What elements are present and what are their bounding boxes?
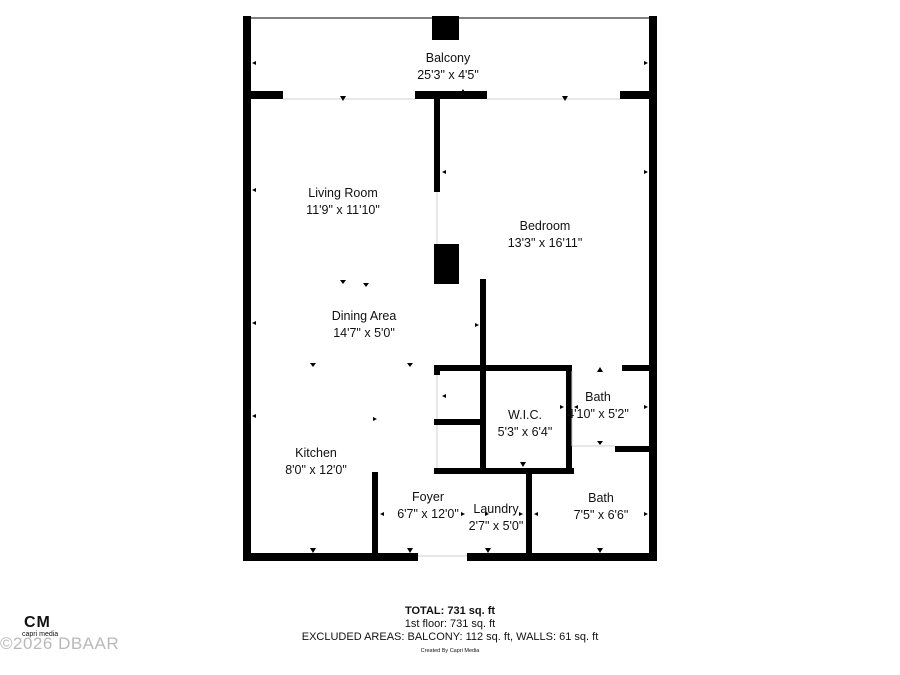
logo: CM capri media ©2026 DBAAR [0,614,130,654]
logo-subtitle: capri media [22,631,59,638]
room-balcony: Balcony 25'3" x 4'5" [417,50,479,84]
room-size: 5'3" x 6'4" [497,425,553,439]
room-name: Kitchen [295,446,337,460]
room-size: 13'3" x 16'11" [507,236,583,250]
room-name: Bath [588,491,614,505]
room-size: 7'5" x 6'6" [573,508,629,522]
room-size: 11'9" x 11'10" [306,203,380,217]
room-name: Living Room [308,186,378,200]
credit-text: Created By Capri Media [420,648,480,654]
room-name: Balcony [425,51,471,65]
room-foyer: Foyer 6'7" x 12'0" [397,489,459,523]
room-size: 14'7" x 5'0" [333,326,395,340]
floor-area: 1st floor: 731 sq. ft [404,618,496,630]
room-name: Laundry [473,502,519,516]
logo-mark: CM [24,614,51,631]
room-size: 25'3" x 4'5" [417,68,479,82]
room-name: Bedroom [519,219,571,233]
balcony-wall [243,16,657,100]
watermark: ©2026 DBAAR [0,634,120,653]
area-summary: TOTAL: 731 sq. ft 1st floor: 731 sq. ft … [302,605,599,656]
room-dining-area: Dining Area 14'7" x 5'0" [332,308,397,342]
room-name: W.I.C. [507,408,543,422]
room-name: Foyer [412,490,444,504]
dimension-ticks [252,61,648,553]
room-laundry: Laundry 2'7" x 5'0" [469,501,524,535]
room-kitchen: Kitchen 8'0" x 12'0" [285,445,347,479]
room-wic: W.I.C. 5'3" x 6'4" [498,407,553,441]
room-name: Bath [585,390,611,404]
room-bath-upper: Bath 4'10" x 5'2" [567,389,629,423]
room-size: 6'7" x 12'0" [397,507,459,521]
excluded-areas: EXCLUDED AREAS: BALCONY: 112 sq. ft, WAL… [301,631,599,643]
room-size: 8'0" x 12'0" [285,463,347,477]
total-area: TOTAL: 731 sq. ft [404,605,496,617]
room-name: Dining Area [331,309,397,323]
room-size: 4'10" x 5'2" [567,407,629,421]
room-size: 2'7" x 5'0" [468,519,524,533]
interior-walls [372,96,657,557]
room-living-room: Living Room 11'9" x 11'10" [306,185,380,219]
room-bath-lower: Bath 7'5" x 6'6" [574,490,629,524]
room-bedroom: Bedroom 13'3" x 16'11" [508,218,583,252]
